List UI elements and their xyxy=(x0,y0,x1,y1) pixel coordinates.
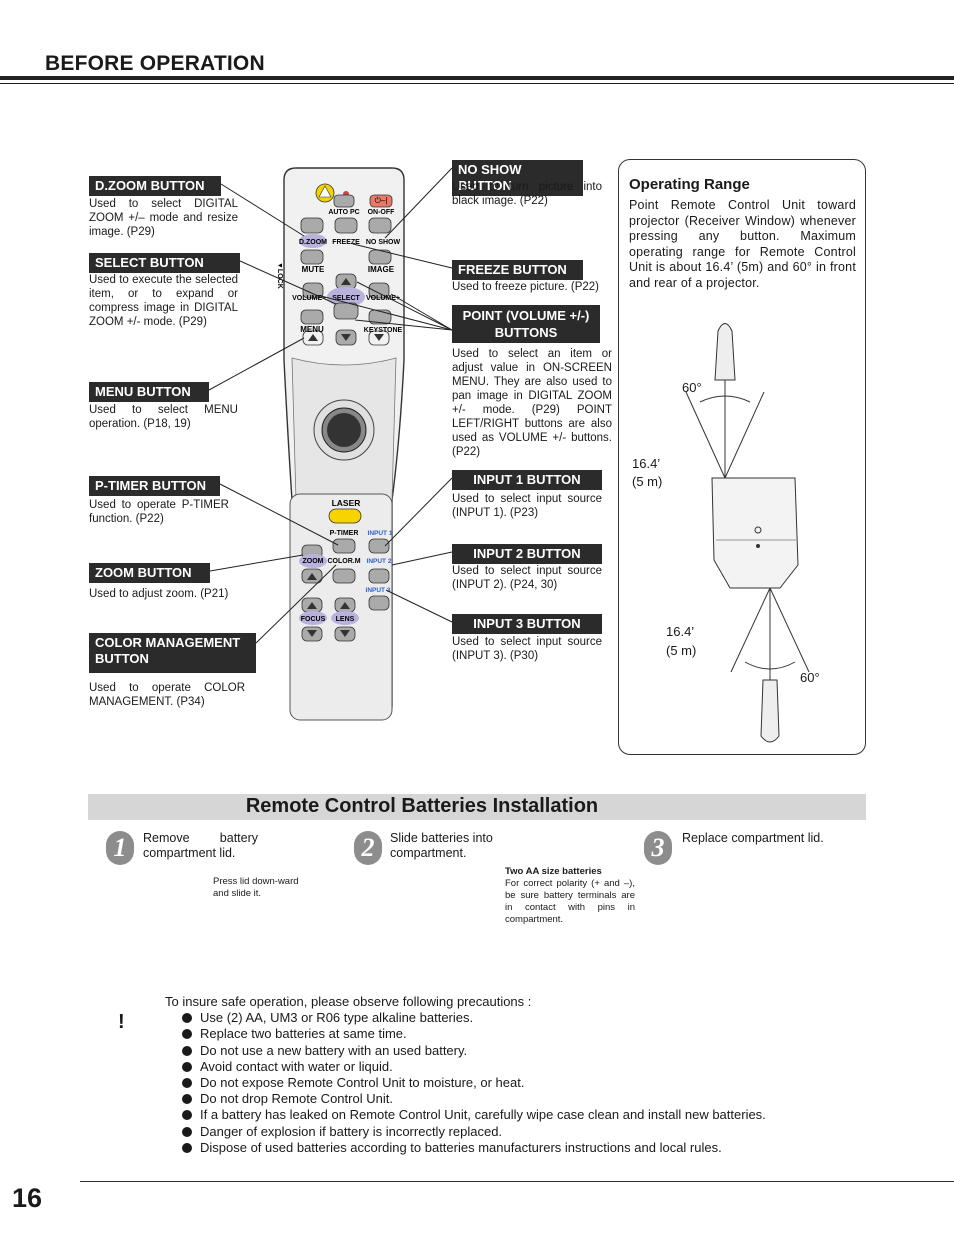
distance-top-label: 16.4’ xyxy=(632,456,661,471)
step-2-note: For correct polarity (+ and –), be sure … xyxy=(505,878,635,925)
noshow-button-desc: Used to turn picture into black image. (… xyxy=(452,181,602,207)
key-input3: INPUT 3 xyxy=(366,587,391,594)
list-item: Do not use a new battery with an used ba… xyxy=(182,1043,766,1059)
warning-exclamation: ! xyxy=(118,1011,125,1033)
precautions-list: Use (2) AA, UM3 or R06 type alkaline bat… xyxy=(182,1010,766,1156)
key-freeze: FREEZE xyxy=(332,239,360,246)
list-item: Do not expose Remote Control Unit to moi… xyxy=(182,1075,766,1091)
batteries-section-title: Remote Control Batteries Installation xyxy=(245,795,599,817)
operating-range-diagram xyxy=(685,323,810,743)
menu-button-desc: Used to select MENU operation. (P18, 19) xyxy=(89,404,238,430)
list-item: Dispose of used batteries according to b… xyxy=(182,1140,766,1156)
distance-bottom-unit: (5 m) xyxy=(666,643,697,658)
ptimer-button-desc: Used to operate P-TIMER function. (P22) xyxy=(89,499,229,525)
list-item: Do not drop Remote Control Unit. xyxy=(182,1091,766,1107)
list-item: Use (2) AA, UM3 or R06 type alkaline bat… xyxy=(182,1010,766,1026)
page-number: 16 xyxy=(12,1183,43,1213)
select-button-desc: Used to execute the selected item, or to… xyxy=(89,274,238,328)
key-lens: LENS xyxy=(336,616,355,623)
distance-bottom-label: 16.4’ xyxy=(666,624,695,639)
freeze-button-desc: Used to freeze picture. (P22) xyxy=(452,281,600,293)
input3-button-desc: Used to select input source (INPUT 3). (… xyxy=(452,636,602,662)
key-zoom: ZOOM xyxy=(303,558,324,565)
key-on-off: ON-OFF xyxy=(368,209,396,216)
key-volume-minus: VOLUME– xyxy=(292,295,326,302)
list-item: Avoid contact with water or liquid. xyxy=(182,1059,766,1075)
key-color-m: COLOR.M xyxy=(327,558,360,565)
list-item: Danger of explosion if battery is incorr… xyxy=(182,1124,766,1140)
key-auto-pc: AUTO PC xyxy=(328,209,359,216)
key-p-timer: P-TIMER xyxy=(330,530,359,537)
key-input1: INPUT 1 xyxy=(368,530,393,537)
step-3-number: 3 xyxy=(644,831,672,865)
step-2-text: Slide batteries into compartment. xyxy=(390,831,493,860)
precautions-intro: To insure safe operation, please observe… xyxy=(165,994,532,1009)
key-focus: FOCUS xyxy=(301,616,326,623)
step-1-note: Press lid down-ward and slide it. xyxy=(213,876,299,899)
key-keystone: KEYSTONE xyxy=(364,327,403,334)
input2-button-desc: Used to select input source (INPUT 2). (… xyxy=(452,565,602,591)
footer-rule xyxy=(80,1181,954,1182)
precautions: To insure safe operation, please observe… xyxy=(165,994,766,1156)
angle-bottom-label: 60° xyxy=(800,670,820,685)
select-button-label: SELECT BUTTON xyxy=(89,253,240,273)
power-icon: ⏻–| xyxy=(375,196,388,205)
point-buttons-desc: Used to select an item or adjust value i… xyxy=(452,348,612,458)
key-laser: LASER xyxy=(332,498,361,508)
input2-button-label: INPUT 2 BUTTON xyxy=(452,544,602,564)
angle-top-label: 60° xyxy=(682,380,702,395)
color-management-button-desc: Used to operate COLOR MANAGEMENT. (P34) xyxy=(89,682,245,708)
step-2-number: 2 xyxy=(354,831,382,865)
zoom-button-desc: Used to adjust zoom. (P21) xyxy=(89,588,229,600)
step-1-text: Remove battery compartment lid. xyxy=(143,831,258,860)
key-volume-plus: VOLUME+ xyxy=(366,295,400,302)
operating-range-title: Operating Range xyxy=(629,176,750,193)
input3-button-label: INPUT 3 BUTTON xyxy=(452,614,602,634)
distance-top-unit: (5 m) xyxy=(632,474,663,489)
list-item: If a battery has leaked on Remote Contro… xyxy=(182,1107,766,1123)
key-image: IMAGE xyxy=(368,265,395,274)
step-1-number: 1 xyxy=(106,831,134,865)
operating-range-text: Point Remote Control Unit toward project… xyxy=(629,198,856,290)
zoom-button-label: ZOOM BUTTON xyxy=(89,563,210,583)
dzoom-button-desc: Used to select DIGITAL ZOOM +/– mode and… xyxy=(89,198,238,238)
noshow-button-label: NO SHOW BUTTON xyxy=(452,160,583,196)
color-management-button-label: COLOR MANAGEMENT BUTTON xyxy=(89,633,256,673)
list-item: Replace two batteries at same time. xyxy=(182,1026,766,1042)
batteries-section-bar xyxy=(88,794,866,820)
lock-label: ▼LOCK xyxy=(276,262,283,289)
input1-button-label: INPUT 1 BUTTON xyxy=(452,470,602,490)
step-3-text: Replace compartment lid. xyxy=(682,831,824,845)
leader-lines xyxy=(208,167,453,644)
key-menu: MENU xyxy=(300,325,324,334)
dzoom-button-label: D.ZOOM BUTTON xyxy=(89,176,221,196)
section-header: BEFORE OPERATION xyxy=(45,52,265,75)
operating-range-panel xyxy=(618,159,866,755)
header-rule xyxy=(0,76,954,80)
key-mute: MUTE xyxy=(302,265,325,274)
input1-button-desc: Used to select input source (INPUT 1). (… xyxy=(452,493,602,519)
remote-illustration: AUTO PC ⏻–| ON-OFF D.ZOOM FREEZE NO SHOW… xyxy=(208,167,810,743)
step-2-note-title: Two AA size batteries xyxy=(505,866,602,877)
ptimer-button-label: P-TIMER BUTTON xyxy=(89,476,220,496)
freeze-button-label: FREEZE BUTTON xyxy=(452,260,583,280)
menu-button-label: MENU BUTTON xyxy=(89,382,209,402)
key-d-zoom: D.ZOOM xyxy=(299,239,327,246)
key-no-show: NO SHOW xyxy=(366,239,401,246)
key-select: SELECT xyxy=(332,295,360,302)
point-buttons-label: POINT (VOLUME +/-) BUTTONS xyxy=(452,305,600,343)
header-rule-thin xyxy=(0,83,954,84)
key-input2: INPUT 2 xyxy=(367,558,392,565)
